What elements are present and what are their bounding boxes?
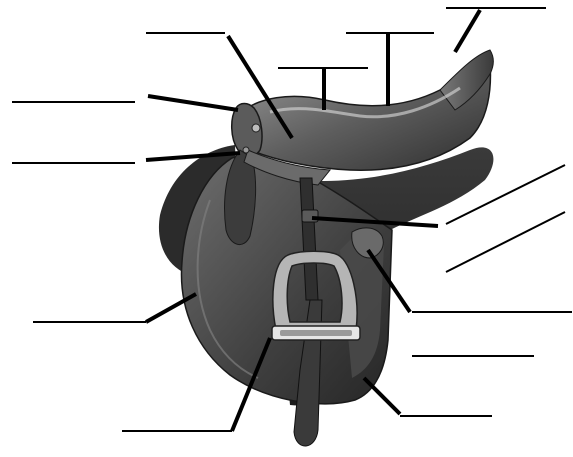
stirrup-pad (280, 330, 352, 336)
pointer-line-4 (455, 10, 480, 52)
pointer-line-12 (364, 378, 400, 414)
saddle-illustration (159, 50, 494, 446)
pointer-line-5 (148, 96, 238, 110)
saddle-stud (243, 147, 249, 153)
label-line-8 (446, 212, 565, 272)
saddle-d-ring (252, 124, 260, 132)
